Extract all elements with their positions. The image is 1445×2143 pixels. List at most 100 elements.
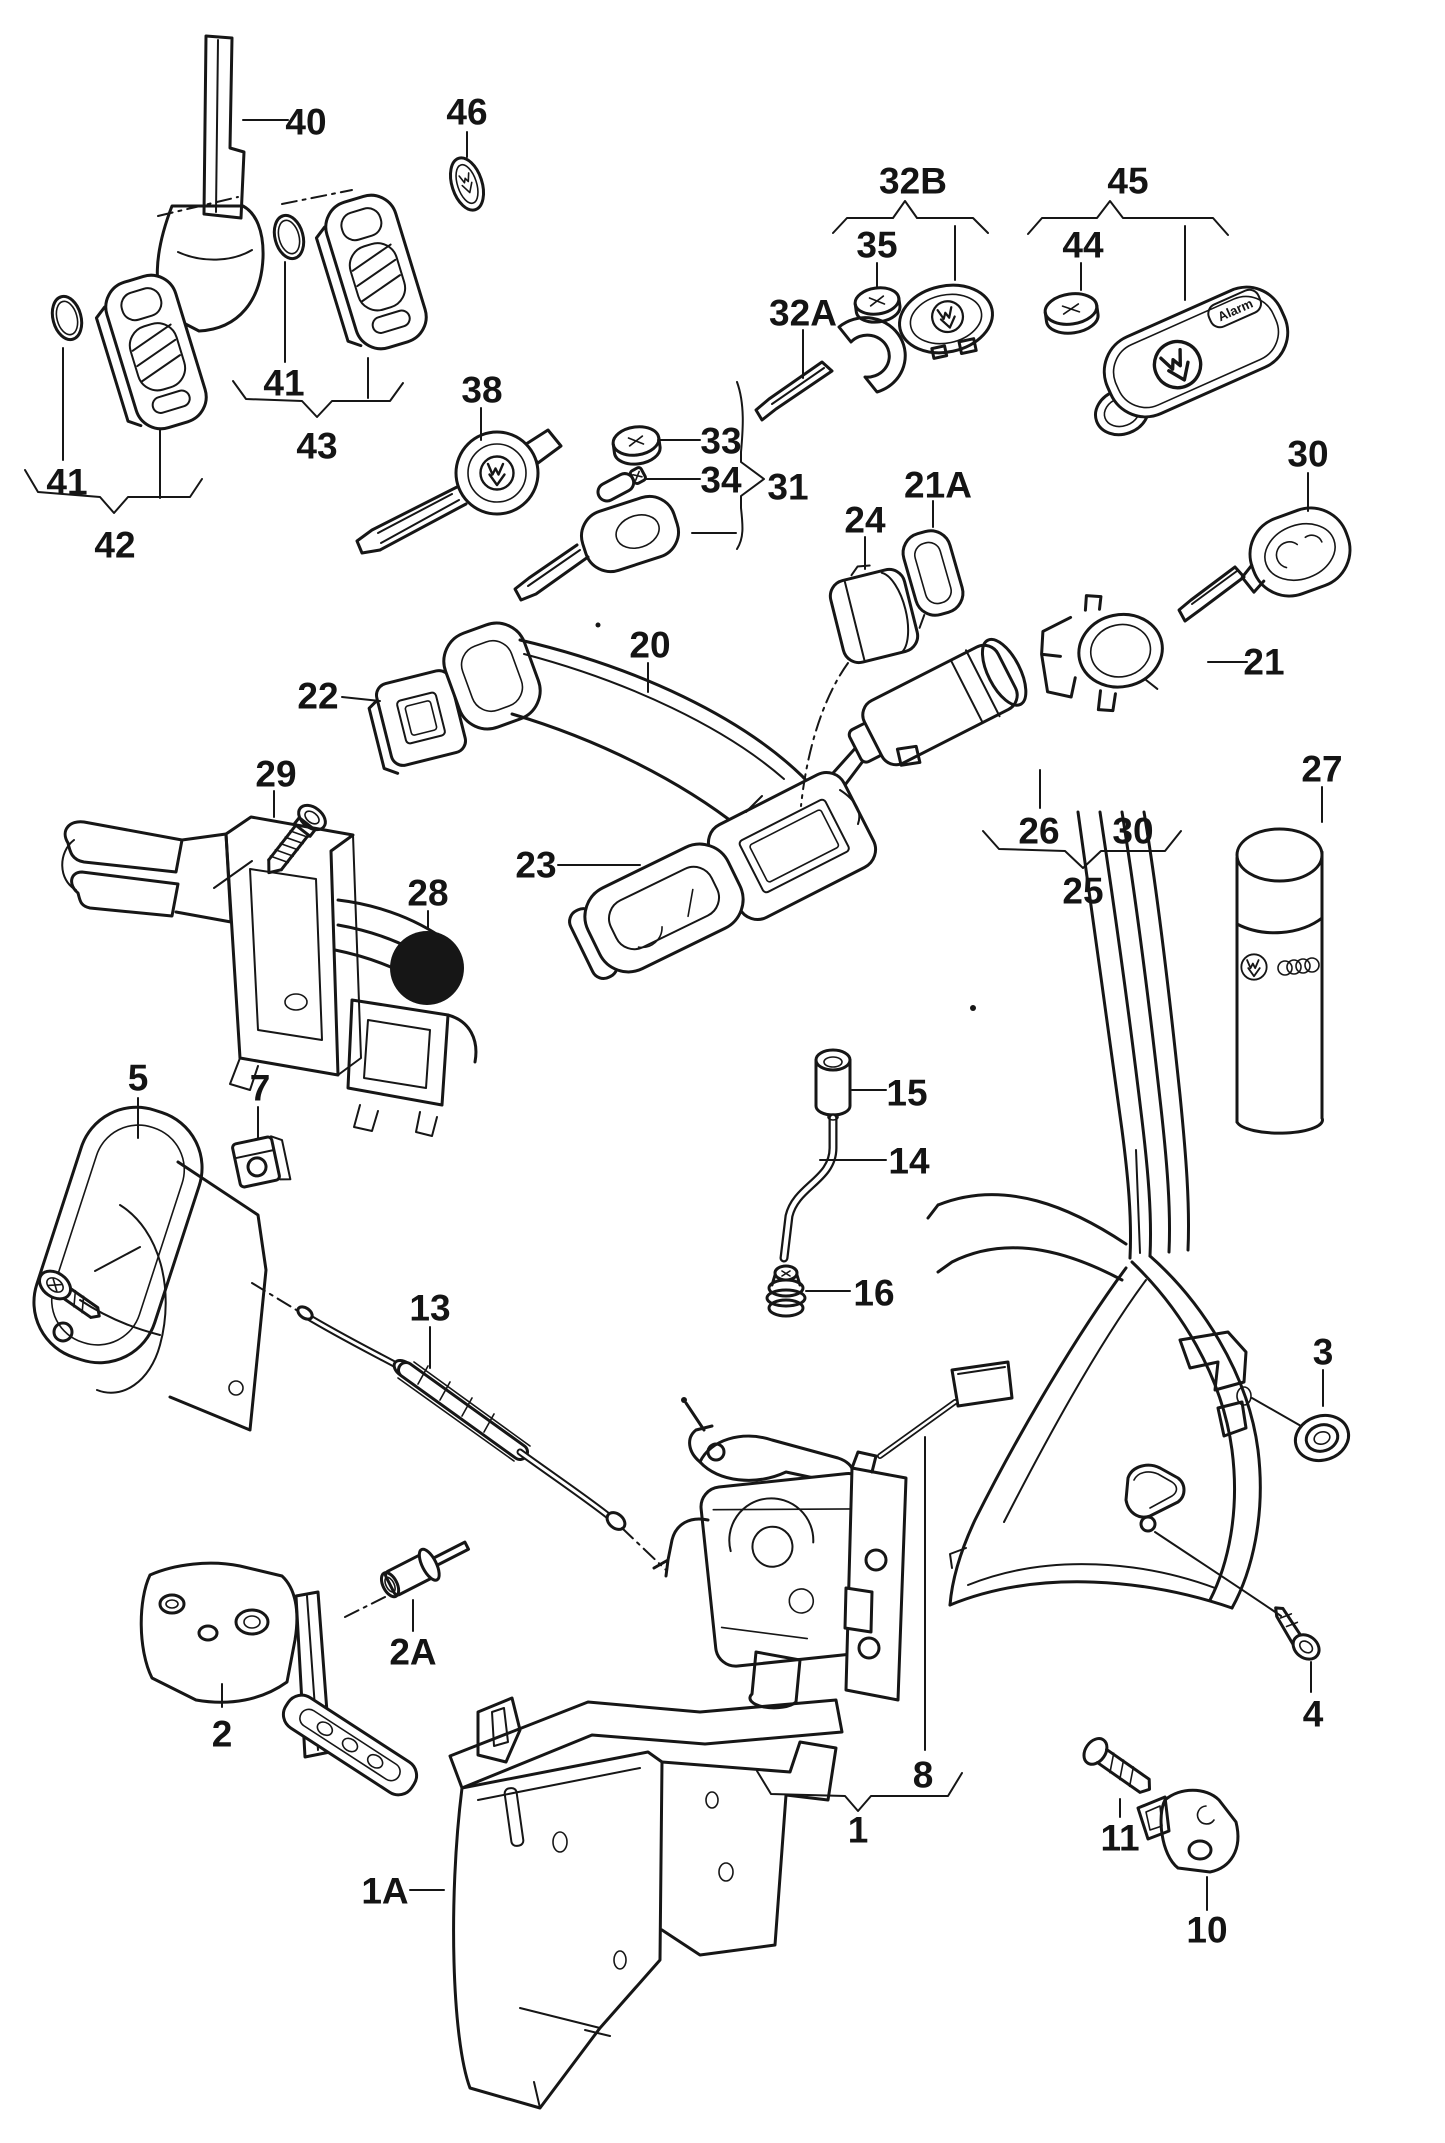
callout-lines: [24, 119, 1324, 1911]
part-2-bracket: [139, 1561, 419, 1797]
assembly-axis-line: [621, 1527, 667, 1571]
part-label-11: 11: [1100, 1818, 1139, 1859]
part-8-coupling-rod: [877, 1360, 1014, 1459]
leader-line: [1154, 1531, 1282, 1617]
part-16-grommet: [765, 1264, 807, 1318]
part-label-1A: 1A: [361, 1871, 408, 1912]
part-label-31: 31: [767, 467, 808, 508]
group-bracket: [1027, 200, 1229, 236]
assembly-axis-line: [344, 1596, 386, 1618]
part-label-13: 13: [409, 1288, 450, 1329]
leader-line: [94, 1246, 141, 1272]
part-14-lock-rod: [779, 1113, 839, 1263]
part-11-screw: [1082, 1737, 1152, 1794]
part-30-key: [1177, 506, 1352, 623]
part-label-30: 30: [1287, 434, 1328, 475]
part-13-cable: [296, 1305, 627, 1531]
part-10-striker-cover: [1136, 1788, 1240, 1874]
part-label-24: 24: [844, 500, 886, 541]
part-34-bulb: [596, 466, 647, 503]
part-label-4: 4: [1303, 1694, 1324, 1735]
part-label-15: 15: [886, 1073, 927, 1114]
part-3-grommet: [1293, 1413, 1351, 1463]
part-label-14: 14: [888, 1141, 930, 1182]
part-5-screw: [37, 1269, 101, 1319]
group-bracket: [24, 469, 203, 514]
part-label-5: 5: [128, 1058, 149, 1099]
part-label-21: 21: [1243, 642, 1284, 683]
part-label-42: 42: [94, 525, 135, 566]
part-label-30: 30: [1112, 811, 1153, 852]
part-44-battery: [1043, 292, 1100, 335]
part-label-41: 41: [46, 462, 87, 503]
group-bracket: [756, 1770, 963, 1812]
part-32b-transmitter: [898, 283, 994, 360]
part-label-1: 1: [848, 1810, 869, 1851]
part-label-35: 35: [856, 225, 897, 266]
part-label-38: 38: [461, 370, 502, 411]
part-24-cap: [828, 564, 920, 665]
part-42-remote-housing-left: [94, 273, 208, 431]
part-label-7: 7: [250, 1068, 271, 1109]
part-label-25: 25: [1062, 871, 1103, 912]
part-7-clip-nut: [231, 1135, 292, 1189]
part-label-33: 33: [700, 421, 741, 462]
part-28-highlight-marker: [390, 931, 464, 1005]
part-23-gasket: [568, 842, 745, 980]
group-bracket: [982, 830, 1182, 869]
part-label-16: 16: [853, 1273, 894, 1314]
part-label-44: 44: [1062, 225, 1104, 266]
part-label-10: 10: [1186, 1910, 1227, 1951]
part-32a-key: [754, 316, 907, 422]
group-bracket: [832, 200, 989, 234]
part-label-41: 41: [263, 363, 304, 404]
part-label-21A: 21A: [904, 465, 972, 506]
part-2a-pin: [379, 1540, 470, 1599]
part-21a-seal: [901, 529, 965, 629]
part-label-46: 46: [446, 92, 487, 133]
leader-line: [213, 860, 253, 889]
part-label-32A: 32A: [769, 293, 837, 334]
group-bracket: [736, 381, 765, 550]
part-label-28: 28: [407, 873, 448, 914]
part-21-retainer: [1040, 594, 1164, 713]
part-label-45: 45: [1107, 161, 1148, 202]
assembly-axis-line: [251, 1282, 299, 1312]
part-label-2: 2: [212, 1714, 233, 1755]
part-label-23: 23: [515, 845, 556, 886]
part-38-key: [355, 428, 563, 555]
part-label-26: 26: [1018, 811, 1059, 852]
part-label-20: 20: [629, 625, 670, 666]
door-frame: [595, 622, 1262, 1610]
assembly-axis-line: [157, 196, 239, 217]
part-31-key: [513, 494, 680, 602]
part-label-32B: 32B: [879, 161, 947, 202]
part-27-spray-can: [1235, 827, 1324, 1135]
part-43-remote-housing-right: [314, 193, 428, 351]
group-bracket: [232, 380, 404, 418]
leader-line: [1251, 1397, 1302, 1427]
leader-line: [341, 696, 381, 702]
part-41-seal-ring-middle: [272, 213, 306, 261]
part-label-8: 8: [913, 1755, 934, 1796]
part-label-40: 40: [285, 102, 326, 143]
part-45-remote-transmitter: Alarm: [1094, 285, 1290, 437]
assembly-axis-line: [281, 189, 353, 205]
part-1-door-lock: [652, 1397, 908, 1710]
part-label-43: 43: [296, 426, 337, 467]
assembly-axis-line: [800, 662, 849, 807]
part-1a-carrier-plate: [448, 1696, 844, 2110]
part-20-exterior-handle: [442, 621, 878, 921]
part-label-2A: 2A: [389, 1632, 436, 1673]
part-5-screw-drop: [52, 1321, 74, 1343]
part-label-3: 3: [1313, 1332, 1334, 1373]
part-29-screw: [267, 803, 327, 875]
part-label-34: 34: [700, 460, 742, 501]
part-15-lock-knob: [814, 1048, 852, 1117]
part-label-27: 27: [1301, 749, 1342, 790]
part-33-battery: [611, 425, 662, 466]
part-46-vw-emblem: [448, 156, 486, 212]
part-4-screw: [1274, 1606, 1321, 1661]
